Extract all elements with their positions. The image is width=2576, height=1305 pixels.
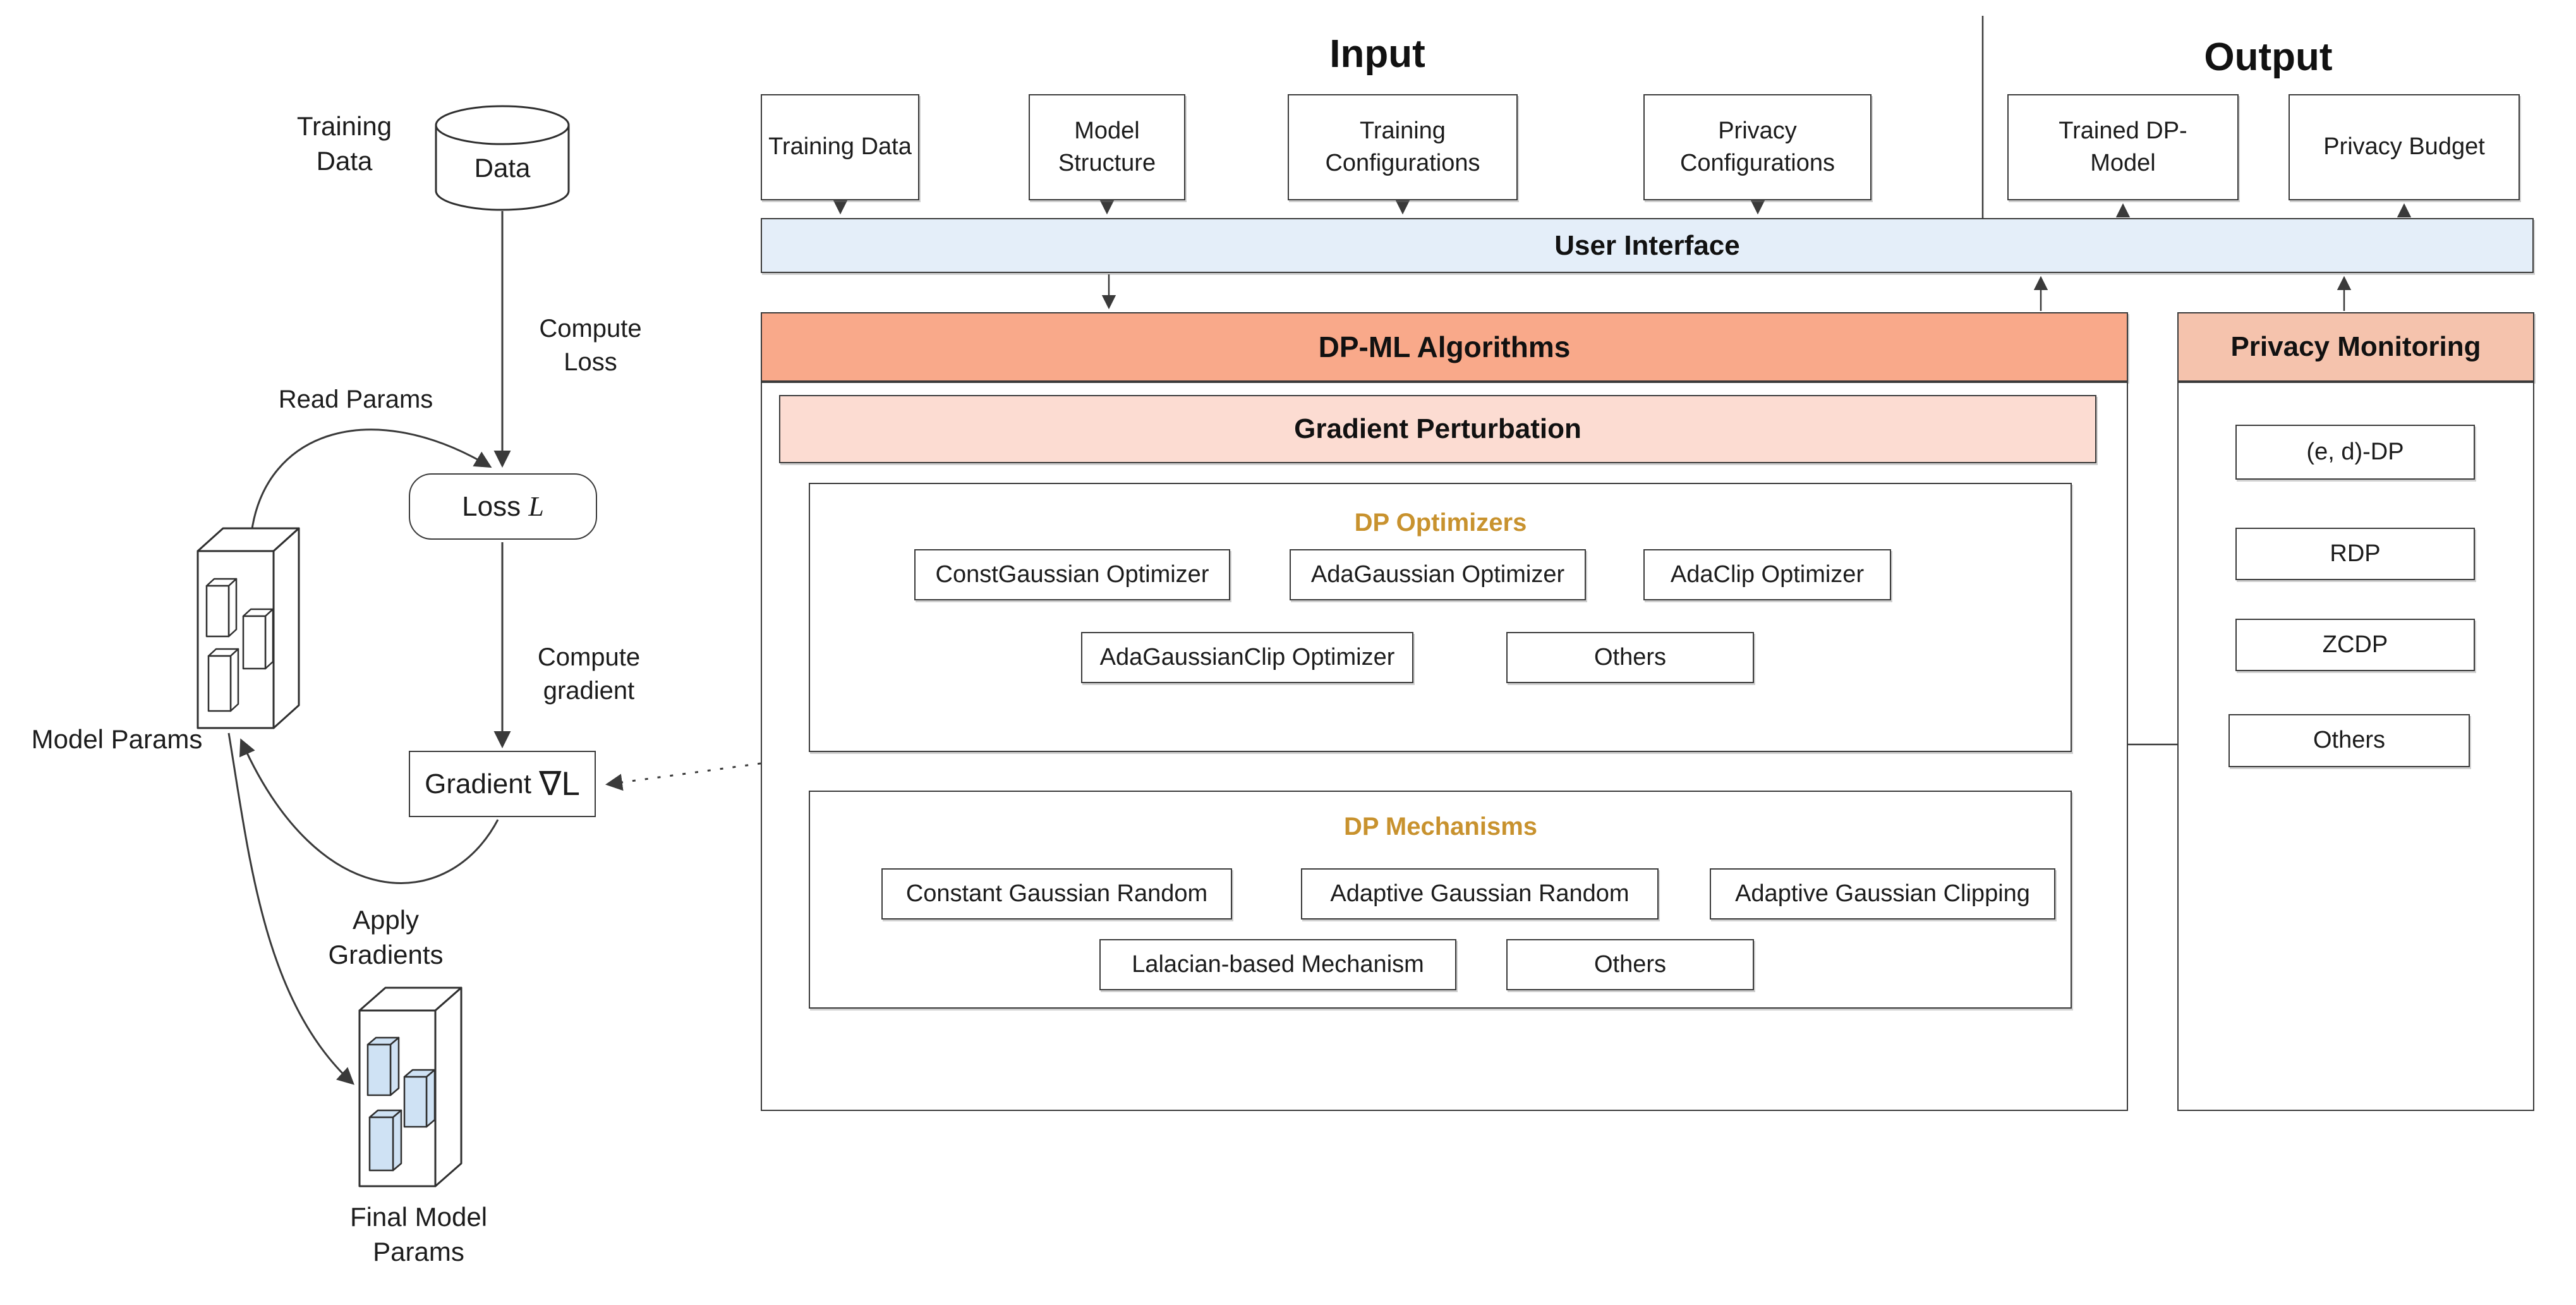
loss-node: Loss L <box>409 473 597 540</box>
optimizer-others: Others <box>1506 632 1754 683</box>
input-box-model-structure: Model Structure <box>1029 94 1185 200</box>
mechanism-adaptive-gaussian-clipping: Adaptive Gaussian Clipping <box>1710 868 2055 920</box>
output-arrows <box>2115 203 2412 218</box>
apply-gradients-label: Apply Gradients <box>328 905 444 970</box>
input-box-privacy-configurations: Privacy Configurations <box>1643 94 1872 200</box>
input-section-title: Input <box>1329 32 1425 76</box>
mechanism-adaptive-gaussian-random: Adaptive Gaussian Random <box>1301 868 1659 920</box>
output-box-trained-dp-model: Trained DP-Model <box>2007 94 2239 200</box>
optimizer-adagaussianclip: AdaGaussianClip Optimizer <box>1081 632 1413 683</box>
final-model-params-3d <box>358 986 463 1187</box>
privacy-box-others: Others <box>2228 714 2470 767</box>
input-box-training-configurations: Training Configurations <box>1288 94 1518 200</box>
data-cylinder <box>435 105 570 211</box>
input-arrows <box>833 200 1765 215</box>
dp-mechanisms-title: DP Mechanisms <box>1343 813 1538 841</box>
perturbed-gradient-dotted-arrow <box>605 762 761 791</box>
dp-optimizers-title: DP Optimizers <box>1354 509 1527 537</box>
privacy-box-ed-dp: (e, d)-DP <box>2235 425 2475 480</box>
gradient-node-label: Gradient <box>425 768 531 799</box>
final-model-params-label: Final Model Params <box>349 1202 488 1267</box>
gradient-node: Gradient ∇L <box>409 751 596 817</box>
data-cylinder-label: Data <box>474 153 531 183</box>
optimizer-constgaussian: ConstGaussian Optimizer <box>914 549 1230 600</box>
loss-node-symbol: L <box>528 490 544 522</box>
gradient-node-symbol: ∇L <box>539 765 580 803</box>
dpml-algorithms-header: DP-ML Algorithms <box>761 312 2128 382</box>
dp-optimizers-group <box>809 483 2072 752</box>
input-box-training-data: Training Data <box>761 94 919 200</box>
output-section-title: Output <box>2204 35 2333 79</box>
loss-node-label: Loss <box>462 490 521 522</box>
gradient-perturbation-header: Gradient Perturbation <box>779 395 2096 463</box>
mechanism-others: Others <box>1506 939 1754 990</box>
training-loop-arrows <box>227 211 761 1085</box>
compute-loss-label: Compute Loss <box>539 315 642 376</box>
privacy-monitoring-header: Privacy Monitoring <box>2177 312 2534 382</box>
user-interface-bar: User Interface <box>761 218 2534 273</box>
privacy-box-rdp: RDP <box>2235 528 2475 580</box>
mechanism-constant-gaussian: Constant Gaussian Random <box>881 868 1232 920</box>
model-params-label: Model Params <box>31 724 203 754</box>
output-box-privacy-budget: Privacy Budget <box>2289 94 2520 200</box>
privacy-box-zcdp: ZCDP <box>2235 619 2475 671</box>
mechanism-laplacian: Lalacian-based Mechanism <box>1099 939 1456 990</box>
training-data-label: Training Data <box>296 111 392 176</box>
optimizer-adagaussian: AdaGaussian Optimizer <box>1290 549 1586 600</box>
optimizer-adaclip: AdaClip Optimizer <box>1643 549 1891 600</box>
compute-gradient-label: Compute gradient <box>537 643 641 705</box>
read-params-label: Read Params <box>278 385 433 413</box>
model-params-3d <box>197 527 300 729</box>
